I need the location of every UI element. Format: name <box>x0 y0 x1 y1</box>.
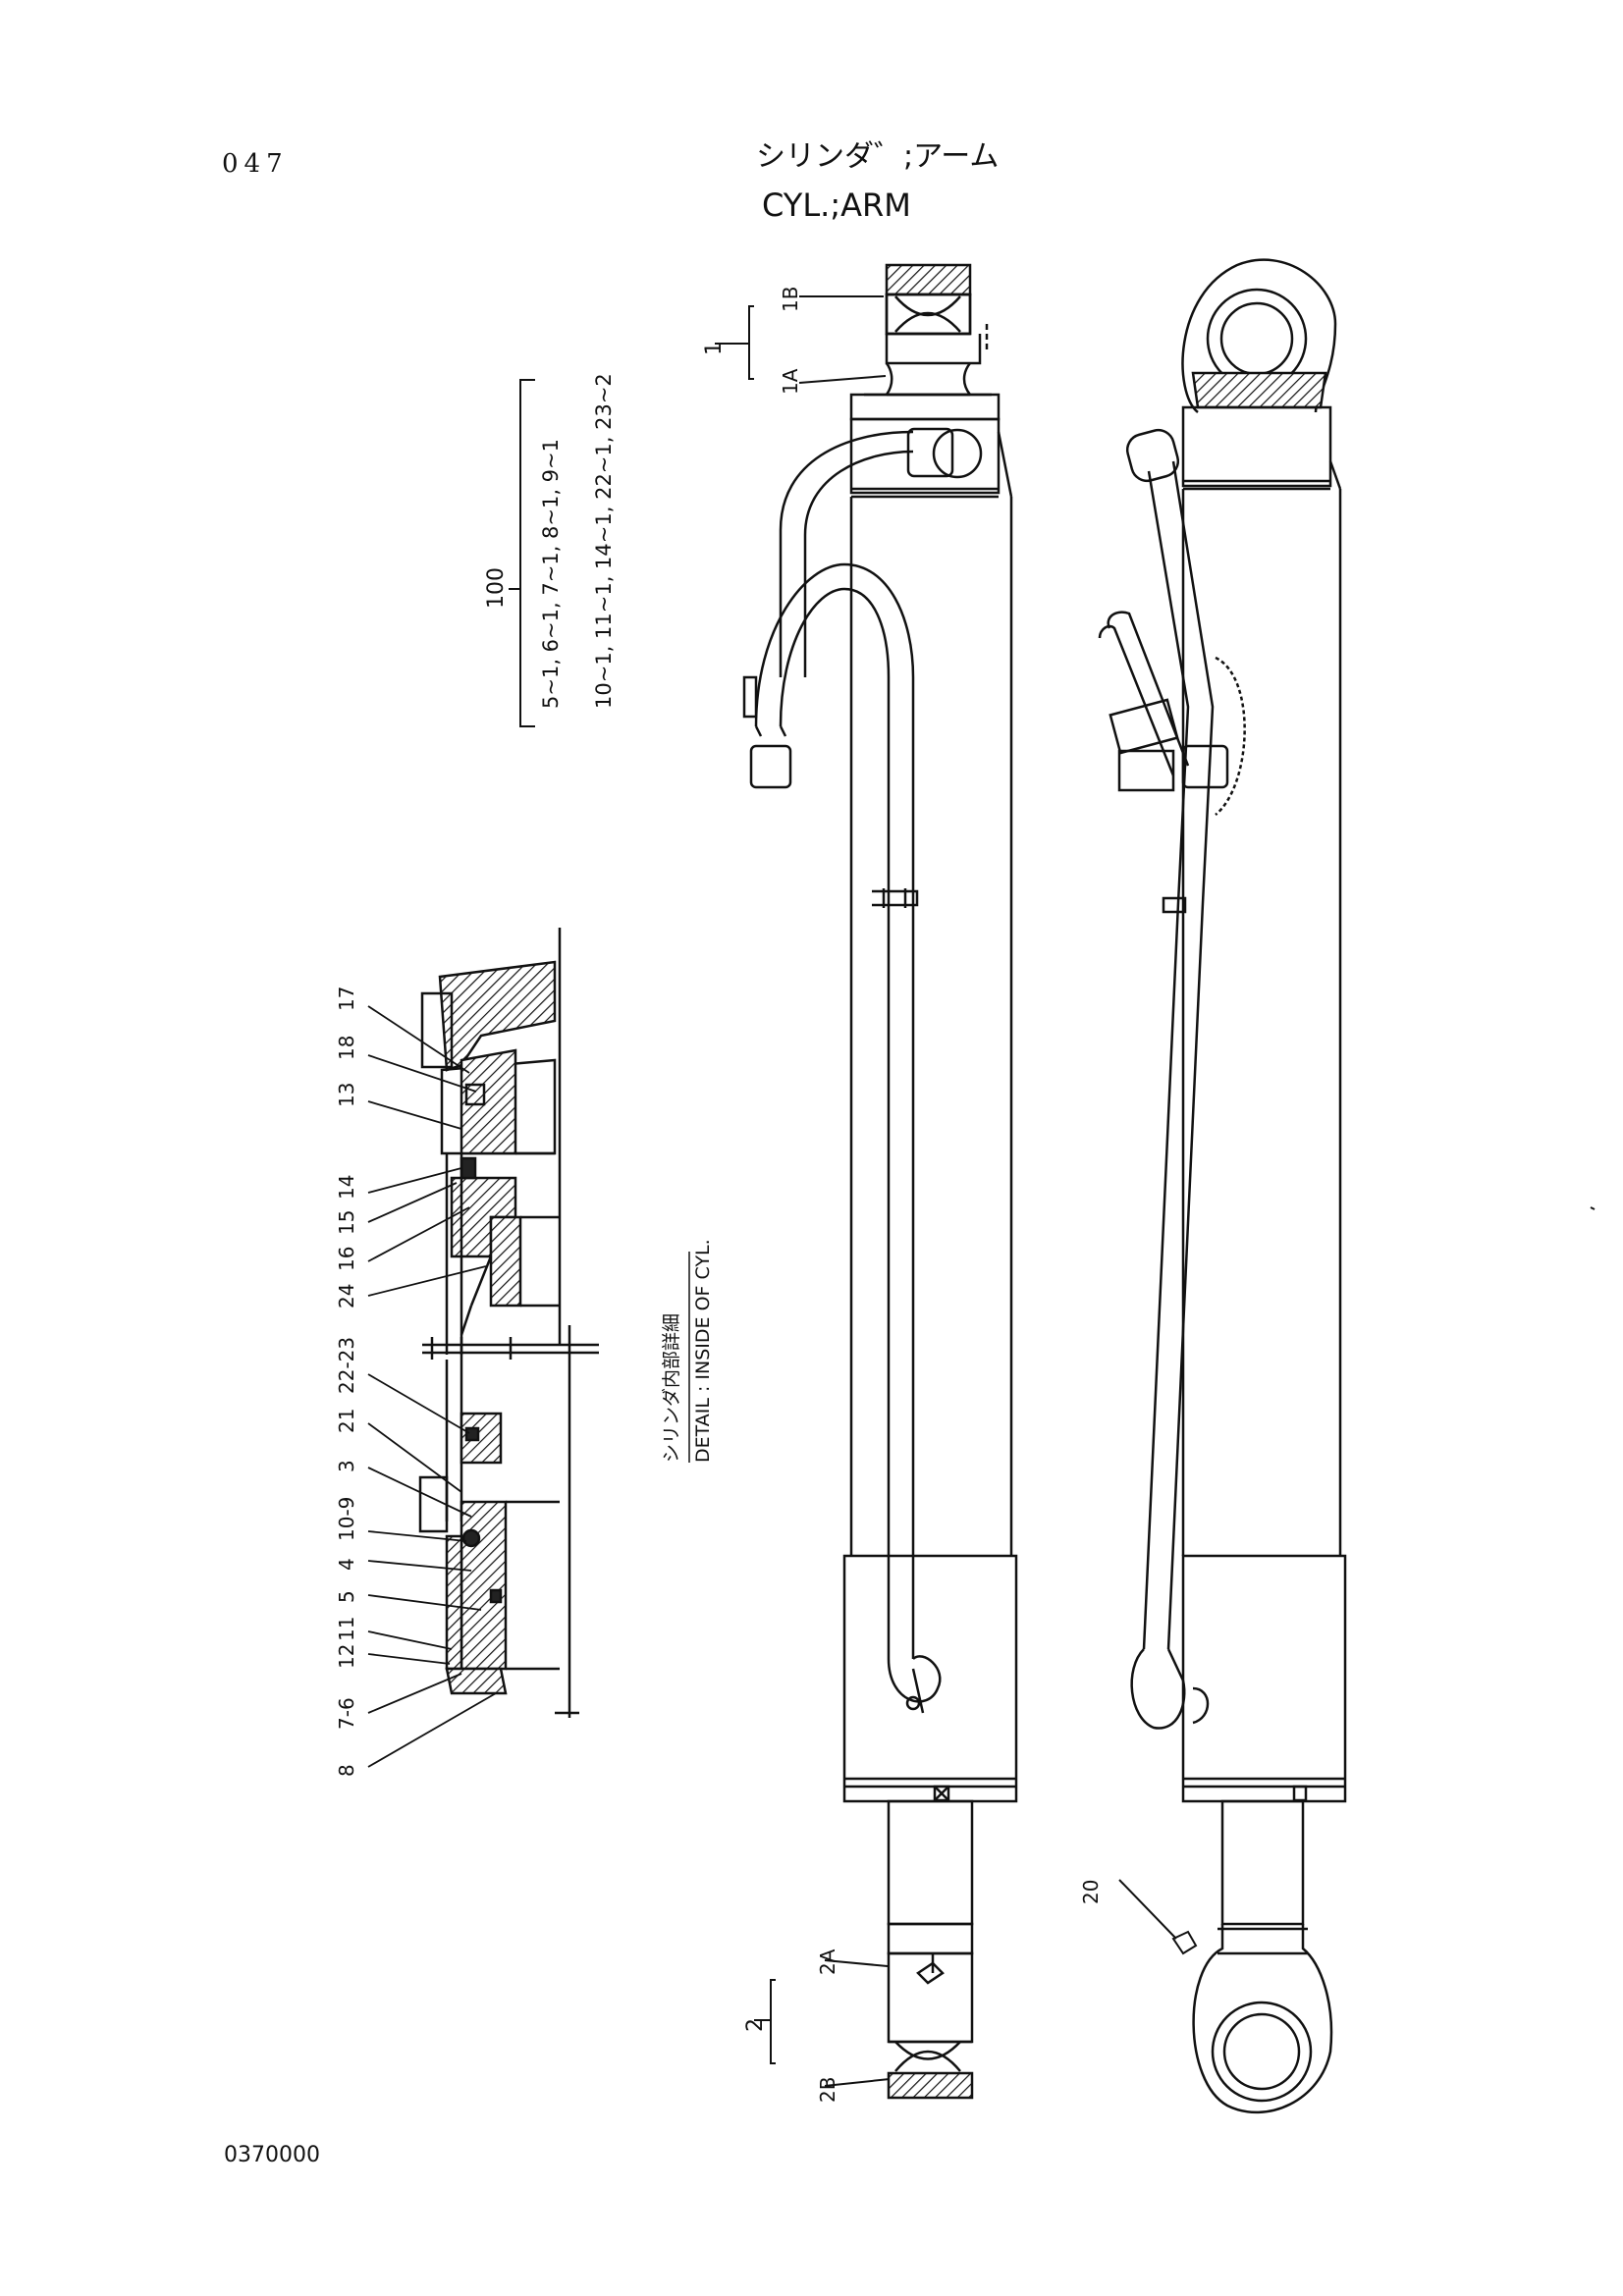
page-number: 047 <box>222 149 289 179</box>
drawing-number: 0370000 <box>224 2143 320 2167</box>
head-end-group-label: 2 <box>743 2018 768 2032</box>
head-end-leaders <box>754 1959 891 2087</box>
grease-fitting-label: 20 <box>1079 1880 1103 1904</box>
callout-5: 5 <box>335 1590 358 1603</box>
cylinder-front-view <box>842 417 1018 1926</box>
callout-14: 14 <box>335 1175 358 1200</box>
stray-mark <box>1590 1206 1596 1210</box>
callout-10-9: 10-9 <box>335 1497 358 1541</box>
section-detail <box>418 928 599 1718</box>
kit-row-1: 5~1, 6~1, 7~1, 8~1, 9~1 <box>539 439 563 709</box>
rod-eye-boss <box>849 263 1001 421</box>
callout-18: 18 <box>335 1036 358 1060</box>
title-english: CYL.;ARM <box>762 187 911 224</box>
rod-end-leaders <box>715 295 887 384</box>
kit-row-2: 10~1, 11~1, 14~1, 22~1, 23~2 <box>592 373 616 709</box>
callout-15: 15 <box>335 1210 358 1235</box>
head-end-part-a-label: 2A <box>816 1949 839 1975</box>
title-japanese: シリンダ゛;アーム <box>756 139 1000 174</box>
rod-end-part-b-label: 1B <box>779 287 802 312</box>
callout-7-6: 7-6 <box>335 1697 358 1730</box>
hydraulic-pipes-front <box>742 427 983 1714</box>
callout-17: 17 <box>335 987 358 1011</box>
callout-12: 12 <box>335 1644 358 1669</box>
kit-bracket <box>509 379 535 727</box>
detail-caption-en: DETAIL : INSIDE OF CYL. <box>692 1239 714 1463</box>
callout-11: 11 <box>335 1617 358 1641</box>
callout-13: 13 <box>335 1083 358 1107</box>
head-eye-boss <box>887 1922 974 2100</box>
cylinder-side-view <box>1181 258 1347 2114</box>
detail-leaders <box>367 1005 497 1768</box>
hydraulic-pipes-side <box>1098 428 1246 1730</box>
callout-16: 16 <box>335 1247 358 1271</box>
callout-21: 21 <box>335 1409 358 1433</box>
callout-24: 24 <box>335 1284 358 1308</box>
callout-22-23: 22-23 <box>335 1337 358 1394</box>
rod-end-part-a-label: 1A <box>779 368 802 395</box>
callout-3: 3 <box>335 1460 358 1472</box>
kit-number: 100 <box>484 567 509 609</box>
callout-4: 4 <box>335 1558 358 1571</box>
detail-caption-jp: シリンダ内部詳細 <box>661 1313 682 1463</box>
head-end-part-b-label: 2B <box>816 2077 839 2103</box>
rod-end-group-label: 1 <box>702 342 727 355</box>
grease-fitting <box>1118 1879 1198 1955</box>
callout-8: 8 <box>335 1764 358 1777</box>
